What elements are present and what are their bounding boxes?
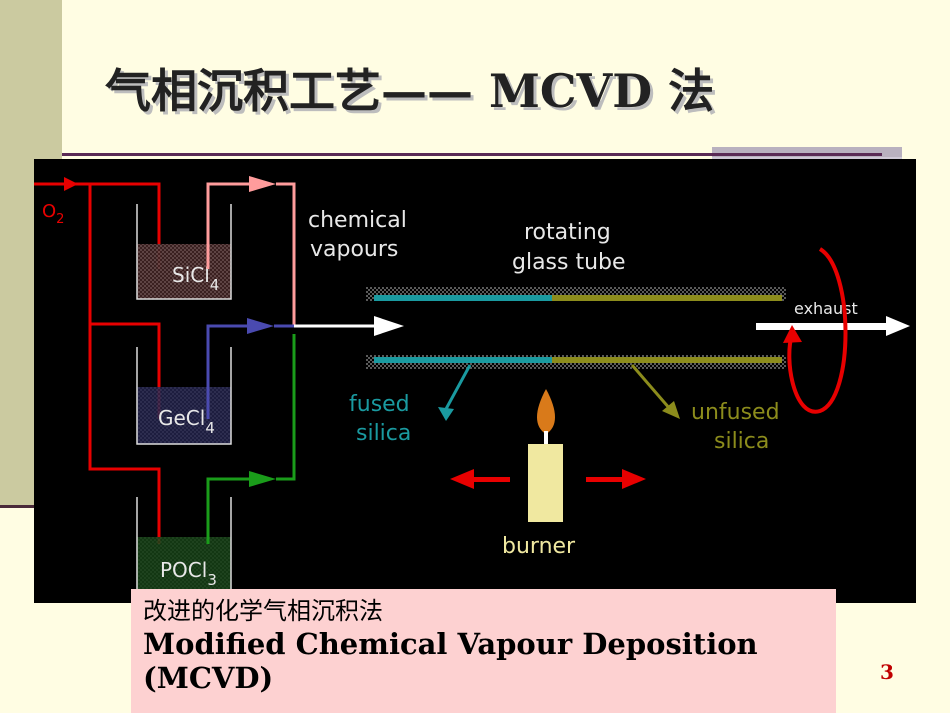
pocl3-outlet-line — [206, 477, 249, 544]
caption-box: 改进的化学气相沉积法 Modified Chemical Vapour Depo… — [131, 589, 836, 713]
unfused-silica-pointer — [630, 364, 672, 410]
fused-silica-pointer — [444, 364, 472, 410]
header-rule-shadow — [712, 147, 902, 157]
exhaust-arrow-shaft — [756, 323, 886, 330]
o2-main-vertical — [88, 184, 161, 544]
gecl4-outlet-arrow — [247, 318, 274, 334]
rotating-glass-tube-label: rotating glass tube — [512, 220, 626, 275]
o2-label: O2 — [42, 201, 64, 227]
slide-title: 气相沉积工艺—— MCVD 法 — [105, 64, 715, 118]
exhaust-label: exhaust — [794, 299, 858, 318]
burner-label: burner — [502, 534, 576, 559]
left-accent-bar-edge — [0, 505, 62, 508]
o2-inlet-arrow — [64, 177, 78, 191]
exhaust-arrow-head — [886, 316, 910, 336]
unfused-silica-label: unfused silica — [691, 400, 787, 454]
gecl4-outlet-line — [206, 324, 249, 419]
sicl4-outlet-arrow — [249, 176, 276, 192]
burner-right-arrow-shaft — [586, 477, 622, 482]
page-number: 3 — [880, 660, 894, 684]
unfused-silica-bottom — [552, 357, 782, 363]
o2-supply-lines — [34, 182, 161, 544]
burner-right-arrow-head — [622, 469, 646, 489]
rotation-arrow — [783, 247, 848, 414]
burner — [528, 389, 563, 522]
burner-body — [528, 444, 563, 522]
caption-chinese: 改进的化学气相沉积法 — [143, 597, 383, 625]
mcvd-diagram: O2 SiCl4 GeCl4 POCl3 — [34, 159, 916, 603]
chemical-vapours-label: chemical vapours — [308, 208, 414, 262]
flame — [537, 389, 555, 434]
beaker-sicl4: SiCl4 — [136, 204, 232, 300]
fused-silica-top — [374, 295, 552, 301]
vapour-outlet-lines — [206, 182, 249, 544]
burner-left-arrow-shaft — [474, 477, 510, 482]
header-rule — [62, 153, 882, 156]
mcvd-diagram-svg: O2 SiCl4 GeCl4 POCl3 — [34, 176, 910, 603]
beaker-gecl4: GeCl4 — [136, 347, 232, 445]
fused-silica-label: fused silica — [349, 392, 417, 446]
sicl4-outlet-line — [206, 182, 249, 269]
beaker-pocl3: POCl3 — [136, 497, 232, 603]
unfused-silica-top — [552, 295, 782, 301]
manifold-lines — [274, 182, 374, 481]
pocl3-outlet-arrow — [249, 471, 276, 487]
burner-left-arrow-head — [450, 469, 474, 489]
sicl4-label: SiCl4 — [172, 263, 219, 294]
caption-english-line1: Modified Chemical Vapour Deposition — [143, 627, 758, 661]
fused-silica-bottom — [374, 357, 552, 363]
caption-english-line2: (MCVD) — [143, 661, 274, 695]
vapour-inlet-arrow — [374, 316, 404, 336]
glass-tube — [366, 287, 786, 369]
pocl3-label: POCl3 — [160, 558, 217, 589]
gecl4-label: GeCl4 — [158, 406, 215, 437]
